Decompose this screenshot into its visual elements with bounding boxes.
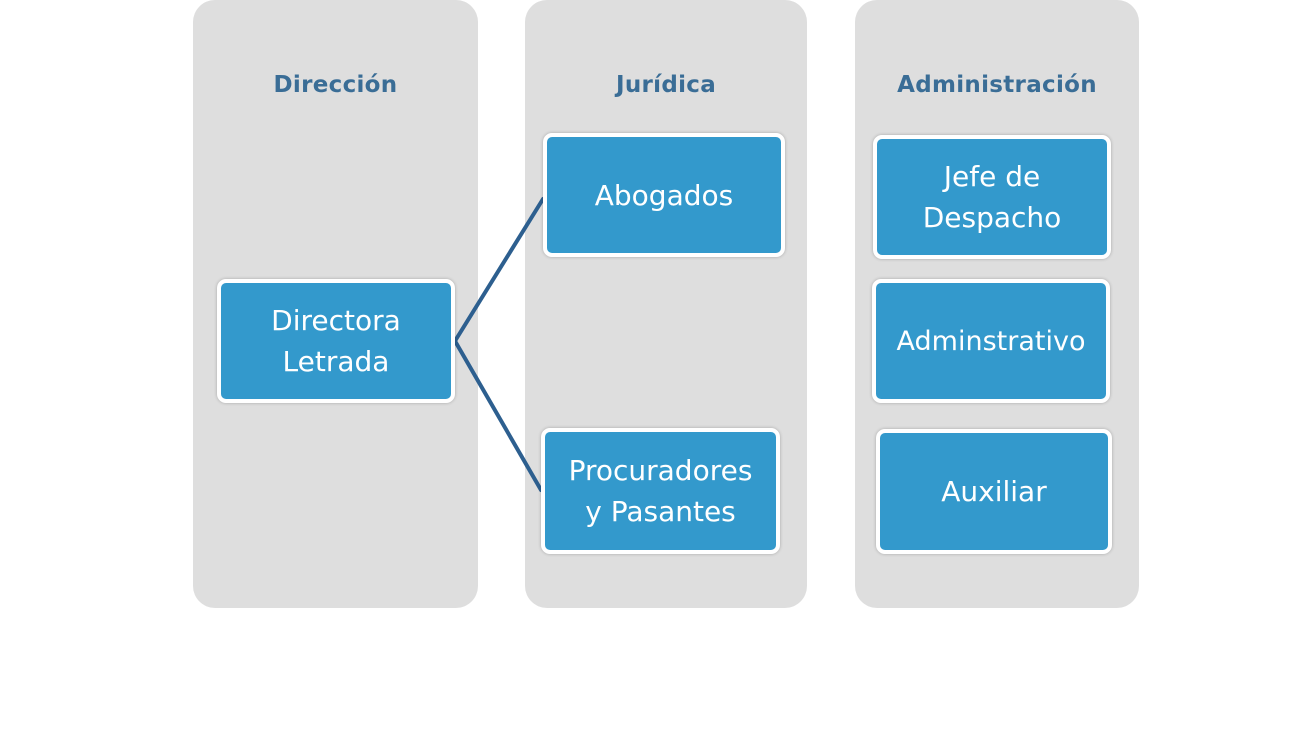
node-jefe-line1: Jefe de xyxy=(943,160,1041,193)
column-title-direccion: Dirección xyxy=(273,72,398,98)
node-abogados-label: Abogados xyxy=(594,178,734,212)
node-abogados: Abogados xyxy=(543,133,785,257)
node-auxiliar: Auxiliar xyxy=(876,429,1112,554)
node-procuradores-line1: Procuradores xyxy=(568,454,753,487)
node-auxiliar-label: Auxiliar xyxy=(941,475,1047,508)
column-title-juridica: Jurídica xyxy=(615,72,717,98)
node-procuradores-line2: y Pasantes xyxy=(585,495,736,528)
node-procuradores-y-pasantes: Procuradores y Pasantes xyxy=(541,428,780,554)
node-directora-letrada: Directora Letrada xyxy=(217,279,455,403)
node-directora-line1: Directora xyxy=(271,304,401,337)
node-directora-line2: Letrada xyxy=(282,345,390,378)
node-administrativo-label: Adminstrativo xyxy=(896,325,1086,357)
node-jefe-de-despacho: Jefe de Despacho xyxy=(873,135,1111,259)
node-administrativo: Adminstrativo xyxy=(872,279,1110,403)
node-jefe-line2: Despacho xyxy=(922,201,1062,234)
column-title-administracion: Administración xyxy=(897,72,1097,98)
